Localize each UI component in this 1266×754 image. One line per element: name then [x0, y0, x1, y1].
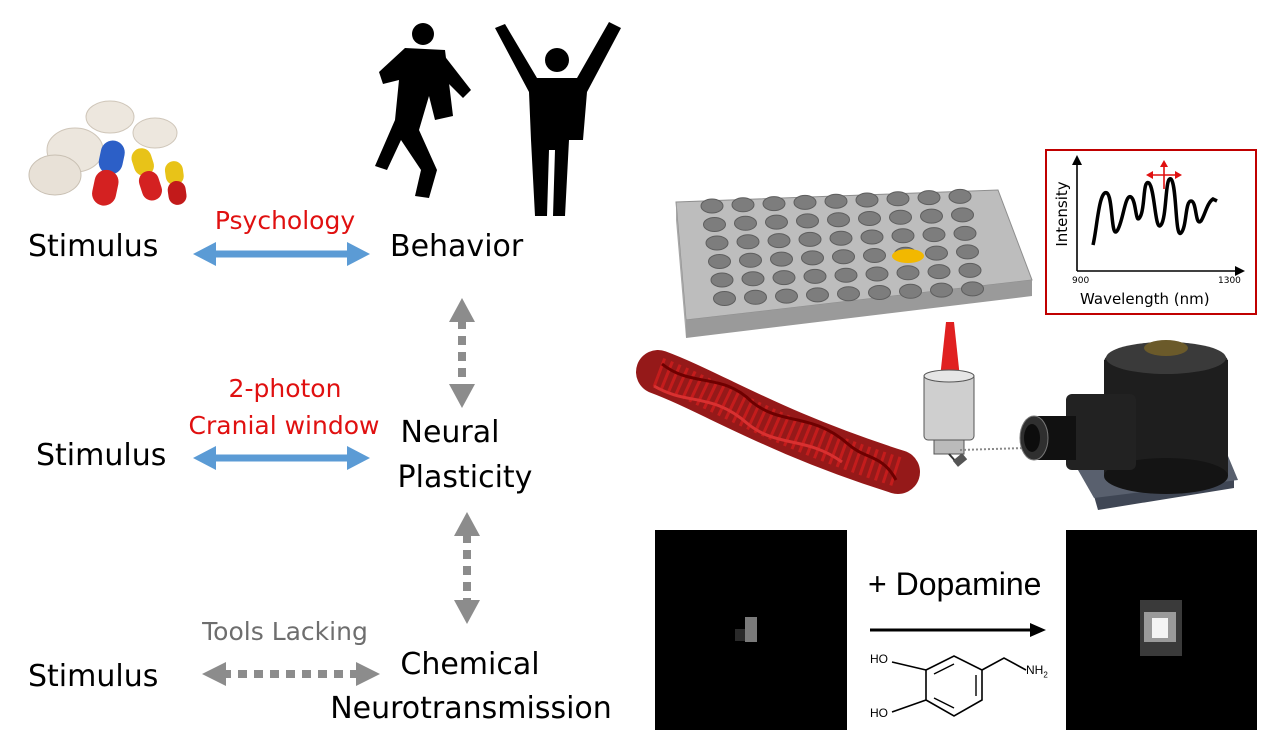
plate-well [927, 264, 951, 280]
well-plate-illustration [675, 188, 1033, 338]
plate-well [863, 248, 886, 263]
plate-well [796, 213, 819, 229]
spectrum-x-tick-max: 1300 [1218, 276, 1241, 286]
dancing-man-silhouette-icon [375, 23, 471, 198]
dopamine-label: + Dopamine [868, 566, 1042, 602]
plate-well [700, 198, 724, 214]
plate-well [858, 211, 881, 226]
plate-well [803, 268, 827, 284]
stimulus-label-1: Stimulus [28, 229, 159, 264]
plate-well [834, 267, 858, 283]
neurotransmission-label: Neurotransmission [330, 691, 612, 726]
objective-lens-illustration [923, 322, 975, 467]
plate-well [824, 193, 848, 209]
cheering-man-silhouette-icon [495, 22, 621, 216]
plate-well [798, 231, 822, 247]
behavior-label: Behavior [390, 229, 524, 264]
plate-well [886, 191, 910, 207]
plate-well [896, 265, 920, 281]
dopamine-ho-bottom: HO [870, 706, 888, 720]
plate-well [958, 262, 982, 278]
plate-well [770, 251, 793, 267]
dopamine-amine-nh: NH [1026, 663, 1044, 677]
plate-well [801, 250, 824, 266]
plate-well [703, 217, 726, 232]
plate-well [744, 289, 767, 305]
spectrum-y-axis-label: Intensity [1053, 181, 1071, 247]
plate-well [868, 285, 891, 300]
plasticity-label: Plasticity [397, 460, 533, 495]
cranial-window-label: Cranial window [188, 411, 380, 440]
neural-label: Neural [400, 415, 500, 450]
plate-well [736, 234, 760, 250]
plate-well [891, 228, 915, 244]
fluorescence-spot-after-core [1152, 618, 1168, 638]
plate-well [713, 291, 736, 306]
dopamine-amine: NH2 [1026, 663, 1048, 679]
two-photon-label: 2-photon [228, 374, 342, 403]
stimulus-label-3: Stimulus [28, 659, 159, 694]
plate-well [731, 197, 755, 213]
fluorescence-spot-before [745, 617, 757, 642]
plate-well [741, 271, 765, 287]
plate-well [855, 192, 879, 208]
plate-well [832, 249, 855, 265]
fluorescence-spot-before-dim [735, 629, 745, 641]
polymer-nanotube-illustration [636, 350, 920, 494]
plate-well [925, 245, 948, 261]
spectrum-plot [1072, 155, 1245, 276]
plate-well [793, 194, 817, 210]
dopamine-amine-sub: 2 [1043, 670, 1048, 680]
plate-well [948, 188, 972, 204]
chemical-label: Chemical [400, 647, 540, 682]
plate-well [930, 282, 953, 298]
pills-icon [28, 100, 187, 206]
spectrum-x-tick-min: 900 [1072, 276, 1090, 286]
beam-path-dotted-line [959, 447, 1025, 451]
plate-well [772, 270, 796, 286]
plate-well [956, 244, 979, 260]
plate-well [708, 254, 731, 269]
plate-well [917, 190, 941, 206]
plate-well [865, 266, 889, 282]
plate-well [961, 281, 984, 297]
psychology-label: Psychology [214, 206, 356, 235]
plate-well [837, 286, 860, 302]
plate-well [775, 288, 798, 304]
stimulus-label-2: Stimulus [36, 438, 167, 473]
plate-well [953, 225, 977, 241]
tools-lacking-label: Tools Lacking [202, 617, 368, 646]
dopamine-reaction-arrow [870, 623, 1046, 637]
plate-well [827, 212, 850, 228]
plate-well [762, 196, 786, 212]
plate-well [860, 229, 884, 245]
plate-well [734, 215, 757, 231]
plate-well [767, 233, 791, 249]
plate-well [705, 235, 729, 251]
dopamine-ho-top: HO [870, 652, 888, 666]
plate-well [765, 214, 788, 230]
camera-spectrometer-illustration [1019, 340, 1238, 510]
plate-well [920, 208, 943, 224]
plate-well [806, 287, 829, 303]
plate-well [951, 207, 974, 223]
spectrum-x-axis-label: Wavelength (nm) [1080, 290, 1210, 308]
plate-well [829, 230, 853, 246]
plate-well [710, 272, 734, 288]
plate-well [739, 252, 762, 268]
dopamine-structure-icon [891, 655, 1027, 717]
plate-well [922, 227, 946, 243]
plate-well [899, 283, 922, 299]
plate-well [889, 209, 912, 225]
